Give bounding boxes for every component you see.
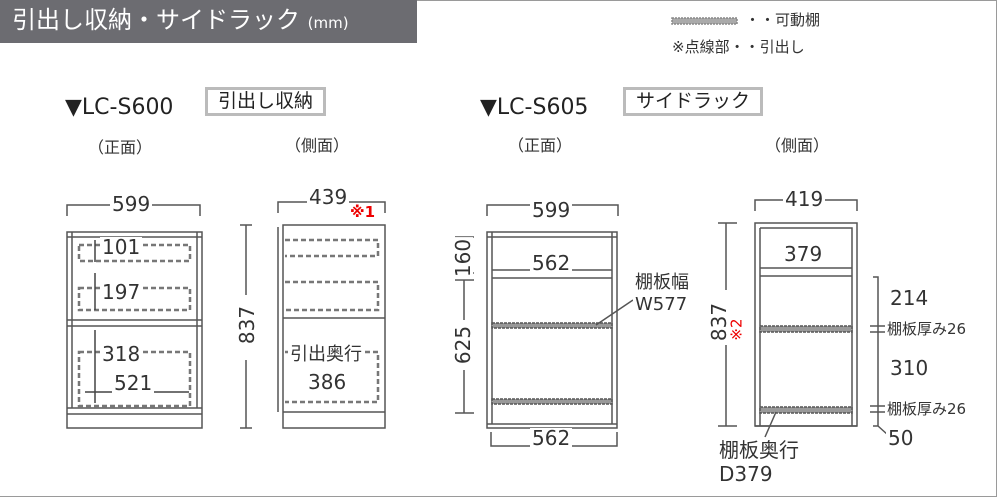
s600-width: 599 bbox=[110, 192, 153, 216]
s605-front-drawing bbox=[455, 204, 634, 447]
s605-shelf-thickness2: 棚板厚み26 bbox=[887, 400, 967, 418]
s605-shelf-width: W577 bbox=[633, 294, 690, 315]
model-s600-tag: 引出し収納 bbox=[205, 87, 327, 116]
s605-height: 837 bbox=[707, 300, 732, 344]
s600-drawer-depth: 386 bbox=[306, 370, 349, 394]
s600-drawer-depth-label: 引出奥行 bbox=[288, 344, 364, 365]
s605-front-label: （正面） bbox=[508, 136, 573, 155]
s605-side-drawing bbox=[718, 199, 889, 438]
s605-inner-depth: 379 bbox=[782, 242, 825, 266]
s605-shelf-thickness1: 棚板厚み26 bbox=[887, 320, 967, 338]
unit-text: (mm) bbox=[307, 14, 349, 32]
legend-dotted-note: ※点線部・・引出し bbox=[672, 38, 805, 56]
model-s605-title: ▼LC-S605 bbox=[480, 95, 589, 120]
movable-shelf-legend-icon bbox=[671, 17, 738, 25]
s600-depth-note: ※1 bbox=[350, 203, 376, 221]
s600-drawer-width: 521 bbox=[112, 371, 155, 395]
s605-shelf-width-label: 棚板幅 bbox=[633, 272, 691, 293]
s600-side-label: （側面） bbox=[285, 136, 350, 155]
s605-bottom-inner-width: 562 bbox=[530, 426, 573, 450]
s600-drawer1-height: 101 bbox=[100, 235, 143, 259]
s605-base: 50 bbox=[886, 426, 916, 450]
s600-height: 837 bbox=[235, 303, 260, 347]
s600-depth: 439 bbox=[307, 185, 350, 209]
model-s600-title: ▼LC-S600 bbox=[65, 95, 174, 120]
s600-front-label: （正面） bbox=[88, 138, 153, 157]
s605-width: 599 bbox=[530, 198, 573, 222]
s600-side-drawing bbox=[240, 201, 386, 429]
title-text: 引出し収納・サイドラック bbox=[12, 6, 300, 34]
legend-movable-shelf: ・・可動棚 bbox=[745, 11, 821, 29]
s605-depth: 419 bbox=[783, 187, 826, 211]
s605-gap2: 310 bbox=[888, 356, 931, 380]
s600-drawer3-height: 318 bbox=[100, 342, 143, 366]
s605-shelf-depth-label: 棚板奥行 bbox=[717, 438, 801, 462]
s600-front-drawing bbox=[66, 204, 203, 429]
s605-gap1: 214 bbox=[888, 286, 931, 310]
s605-lower-height: 625 bbox=[451, 323, 476, 367]
s600-drawer2-height: 197 bbox=[100, 280, 143, 304]
s605-top-inner-width: 562 bbox=[530, 251, 573, 275]
s605-top-height: 160 bbox=[451, 236, 476, 280]
header-title: 引出し収納・サイドラック (mm) bbox=[12, 8, 349, 32]
s605-side-label: （側面） bbox=[765, 136, 830, 155]
s605-shelf-depth: D379 bbox=[717, 462, 775, 486]
header-bar bbox=[0, 0, 417, 43]
model-s605-tag: サイドラック bbox=[623, 87, 764, 116]
s605-height-note: ※2 bbox=[727, 318, 746, 341]
